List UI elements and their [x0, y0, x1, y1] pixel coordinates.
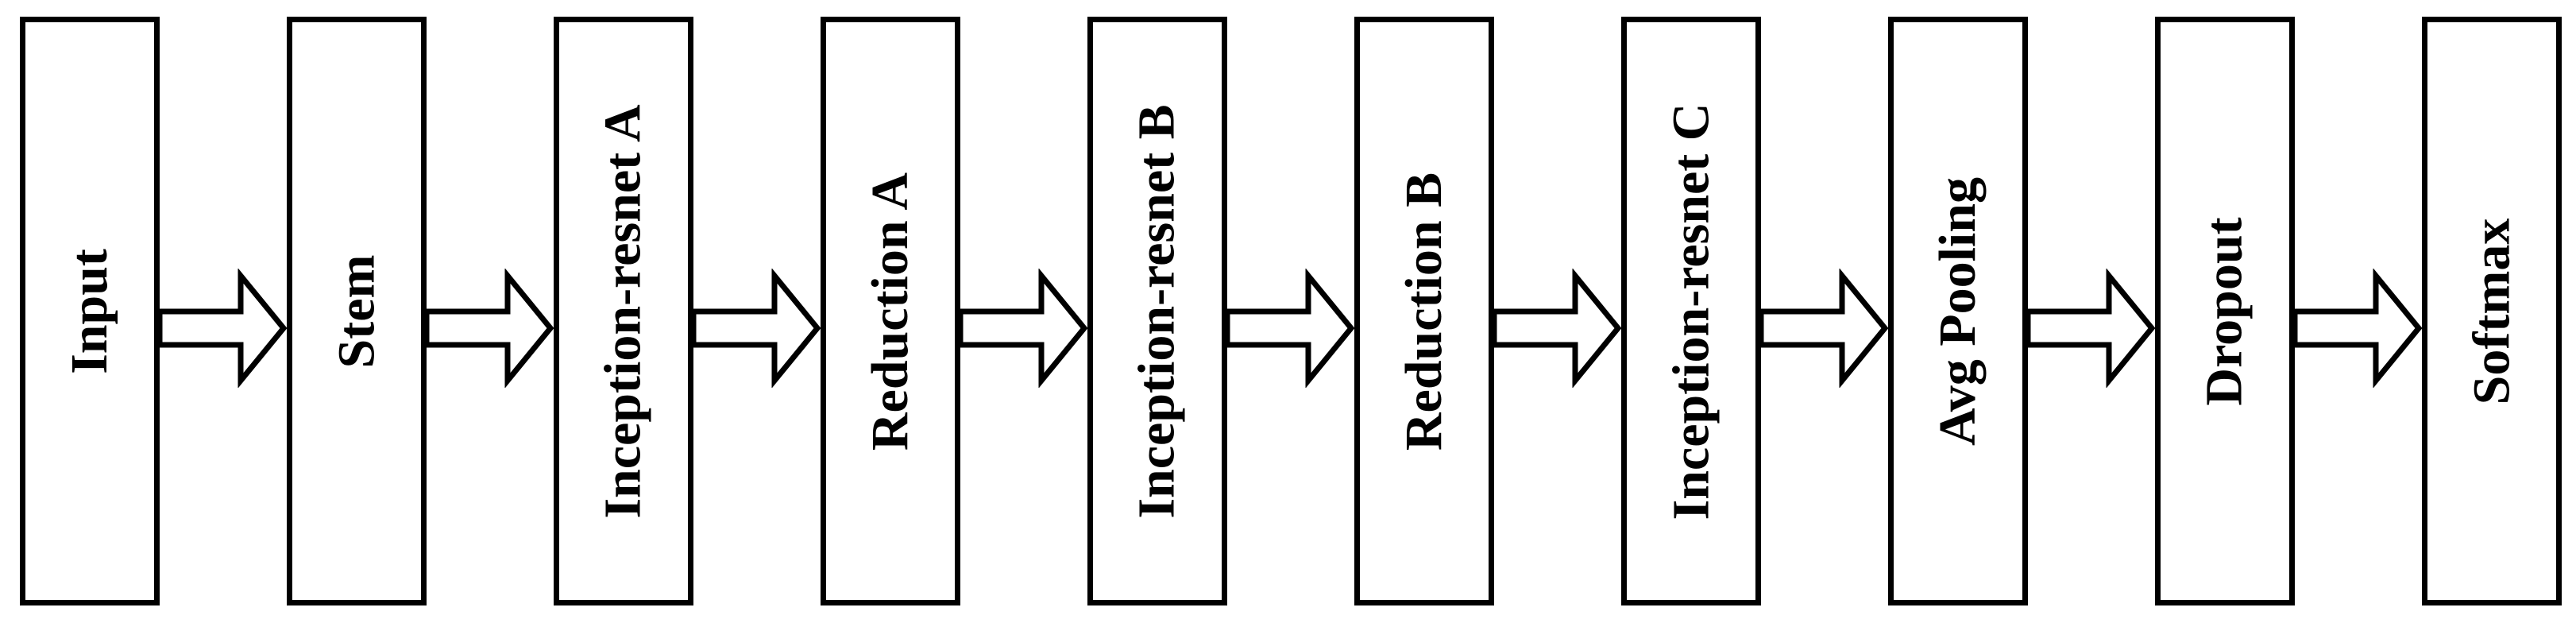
stage-box-stem: Stem: [287, 17, 427, 605]
right-arrow-icon: [2028, 269, 2155, 388]
right-arrow-icon: [2295, 269, 2422, 388]
right-arrow-icon: [160, 269, 287, 388]
stage-label-inception-resnet-c: Inception-resnet C: [1662, 103, 1720, 520]
right-arrow-icon: [693, 269, 821, 388]
stage-box-inception-resnet-a: Inception-resnet A: [554, 17, 693, 605]
stage-box-dropout: Dropout: [2155, 17, 2295, 605]
right-arrow-icon: [1227, 269, 1354, 388]
stage-label-input: Input: [60, 248, 118, 374]
stage-box-inception-resnet-b: Inception-resnet B: [1087, 17, 1227, 605]
stage-label-stem: Stem: [327, 254, 385, 368]
right-arrow-icon: [1761, 269, 1888, 388]
stage-label-reduction-a: Reduction A: [861, 172, 919, 451]
right-arrow-icon: [1494, 269, 1621, 388]
stage-box-softmax: Softmax: [2422, 17, 2562, 605]
stage-box-reduction-b: Reduction B: [1354, 17, 1494, 605]
stage-label-softmax: Softmax: [2462, 218, 2520, 404]
stage-label-reduction-b: Reduction B: [1395, 172, 1453, 451]
stage-label-dropout: Dropout: [2196, 216, 2254, 406]
stage-box-avg-pooling: Avg Pooling: [1888, 17, 2028, 605]
stage-label-inception-resnet-b: Inception-resnet B: [1128, 103, 1187, 519]
stage-label-inception-resnet-a: Inception-resnet A: [594, 103, 653, 519]
stage-box-reduction-a: Reduction A: [821, 17, 960, 605]
right-arrow-icon: [960, 269, 1087, 388]
stage-box-inception-resnet-c: Inception-resnet C: [1621, 17, 1761, 605]
stage-label-avg-pooling: Avg Pooling: [1929, 176, 1987, 446]
stage-box-input: Input: [20, 17, 160, 605]
right-arrow-icon: [427, 269, 554, 388]
